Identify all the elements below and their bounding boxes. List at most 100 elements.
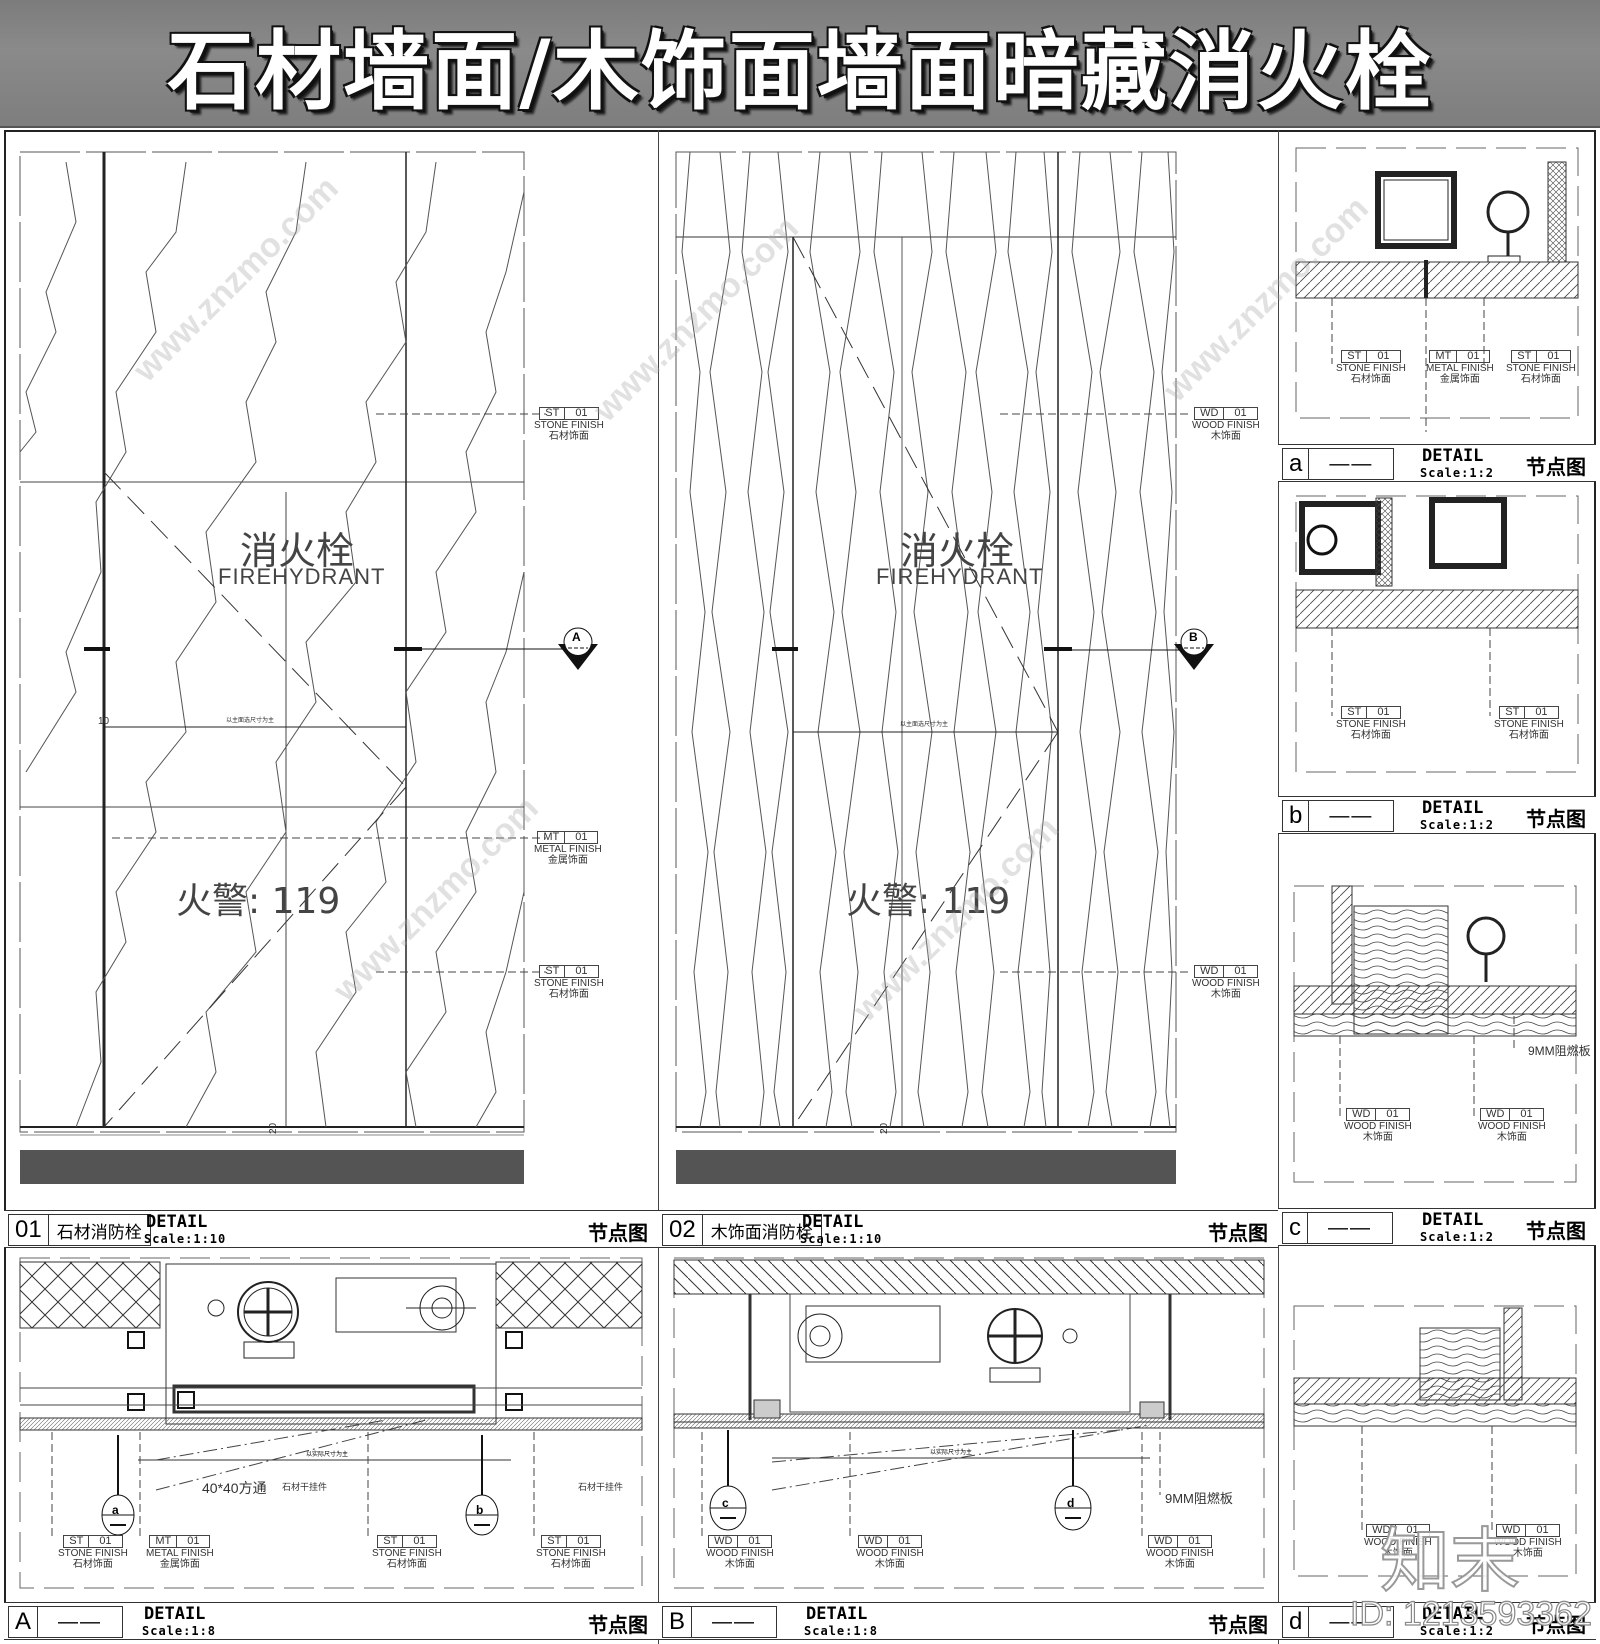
- detail-label: DETAIL: [1422, 446, 1484, 466]
- scale-label: Scale:1:8: [804, 1624, 879, 1638]
- svg-text:20: 20: [879, 1122, 890, 1134]
- svg-text:20: 20: [268, 1122, 279, 1134]
- drawing-name: 木饰面消防栓: [710, 1222, 813, 1243]
- column-divider: [1278, 130, 1279, 1644]
- drawing-number: a: [1283, 449, 1310, 479]
- scale-label: Scale:1:2: [1420, 466, 1495, 480]
- detail-label: DETAIL: [1422, 1210, 1484, 1230]
- node-label: 节点图: [588, 1613, 648, 1637]
- elevation-02-panel: 以主面选尺寸为主 20 消火栓 FIREHYDRANT 火警: 119 B WD…: [660, 132, 1278, 1210]
- drawing-number: 01: [9, 1215, 49, 1245]
- detail-label: DETAIL: [806, 1604, 868, 1624]
- bracket-annotation: 石材干挂件: [578, 1482, 624, 1492]
- bracket-annotation: 石材干挂件: [282, 1482, 328, 1492]
- elevation-01-panel: 以主面选尺寸为主 10 20 消火栓 FIREHYDRANT 火警: 119 A…: [6, 132, 658, 1210]
- drawing-number: d: [1283, 1607, 1310, 1637]
- detail-marker-c[interactable]: c: [722, 1496, 729, 1510]
- drawing-number: b: [1283, 801, 1310, 831]
- scale-label: Scale:1:10: [800, 1232, 883, 1246]
- elevation-01-titlebar: 01 石材消防栓 DETAIL Scale:1:10 节点图: [4, 1210, 658, 1248]
- detail-b-drawing: [1295, 495, 1579, 773]
- detail-label: DETAIL: [146, 1212, 208, 1232]
- scale-label: Scale:1:2: [1420, 1230, 1495, 1244]
- scale-label: Scale:1:2: [1420, 1624, 1495, 1638]
- column-divider: [658, 130, 659, 1644]
- firehydrant-cn-label: 消火栓: [240, 529, 355, 573]
- scale-label: Scale:1:2: [1420, 818, 1495, 832]
- elevation-02-titlebar: 02 木饰面消防栓 DETAIL Scale:1:10 节点图: [658, 1210, 1278, 1248]
- detail-label: DETAIL: [1422, 798, 1484, 818]
- firehydrant-en-label: FIREHYDRANT: [218, 564, 386, 589]
- detail-marker-a[interactable]: a: [112, 1503, 119, 1517]
- node-label: 节点图: [1208, 1613, 1268, 1637]
- detail-label: DETAIL: [1422, 1604, 1484, 1624]
- drawing-name-placeholder: ——: [58, 1610, 103, 1633]
- detail-c-titlebar: c —— DETAIL Scale:1:2 节点图: [1278, 1208, 1596, 1246]
- svg-text:以主面选尺寸为主: 以主面选尺寸为主: [900, 720, 948, 728]
- firehydrant-en-label: FIREHYDRANT: [876, 564, 1044, 589]
- node-label: 节点图: [1526, 1219, 1586, 1243]
- title-box: d ——: [1282, 1606, 1395, 1638]
- alarm-label: 火警: 119: [846, 881, 1011, 922]
- detail-label: DETAIL: [802, 1212, 864, 1232]
- section-marker-B[interactable]: B: [1189, 630, 1198, 644]
- section-B-drawing: 以实际尺寸为主: [673, 1257, 1265, 1589]
- title-box: a ——: [1282, 448, 1395, 480]
- firehydrant-cn-label: 消火栓: [900, 529, 1015, 573]
- brand-watermark: 知末: [1379, 1519, 1521, 1603]
- detail-label: DETAIL: [144, 1604, 206, 1624]
- id-watermark: ID: 1213593362: [1349, 1594, 1592, 1633]
- drawing-number: B: [663, 1607, 693, 1637]
- scale-label: Scale:1:10: [144, 1232, 227, 1246]
- svg-text:以实际尺寸为主: 以实际尺寸为主: [930, 1448, 972, 1456]
- page-title: 石材墙面/木饰面墙面暗藏消火栓: [167, 21, 1433, 122]
- detail-c-drawing: [1293, 885, 1577, 1183]
- title-box: A ——: [8, 1606, 124, 1638]
- stone-elevation-drawing: 以主面选尺寸为主 10 20: [19, 151, 598, 1184]
- section-A-titlebar: A —— DETAIL Scale:1:8 节点图: [4, 1602, 658, 1640]
- svg-text:10: 10: [98, 716, 110, 727]
- drawing-number: 02: [663, 1215, 703, 1245]
- section-marker-A[interactable]: A: [572, 630, 581, 644]
- title-box: 02 木饰面消防栓: [662, 1214, 822, 1246]
- detail-marker-d[interactable]: d: [1067, 1496, 1075, 1510]
- detail-marker-b[interactable]: b: [476, 1503, 484, 1517]
- title-box: B ——: [662, 1606, 778, 1638]
- section-B-titlebar: B —— DETAIL Scale:1:8 节点图: [658, 1602, 1278, 1640]
- title-box: c ——: [1282, 1212, 1393, 1244]
- detail-d-drawing: [1293, 1305, 1577, 1577]
- drawing-number: A: [9, 1607, 39, 1637]
- drawing-name: 石材消防栓: [56, 1222, 142, 1243]
- svg-text:以主面选尺寸为主: 以主面选尺寸为主: [226, 716, 274, 724]
- detail-a-titlebar: a —— DETAIL Scale:1:2 节点图: [1278, 444, 1596, 482]
- detail-a-drawing: [1295, 147, 1579, 432]
- wood-elevation-drawing: 以主面选尺寸为主 20: [675, 151, 1214, 1184]
- board-annotation: 9MM阻燃板: [1528, 1044, 1591, 1058]
- drawing-name-placeholder: ——: [1329, 1610, 1374, 1633]
- section-A-drawing: 以实际尺寸为主: [19, 1257, 643, 1589]
- tube-annotation: 40*40方通: [202, 1480, 267, 1496]
- drawing-number: c: [1283, 1213, 1308, 1243]
- node-label: 节点图: [588, 1221, 648, 1245]
- drawing-name-placeholder: ——: [1329, 804, 1374, 827]
